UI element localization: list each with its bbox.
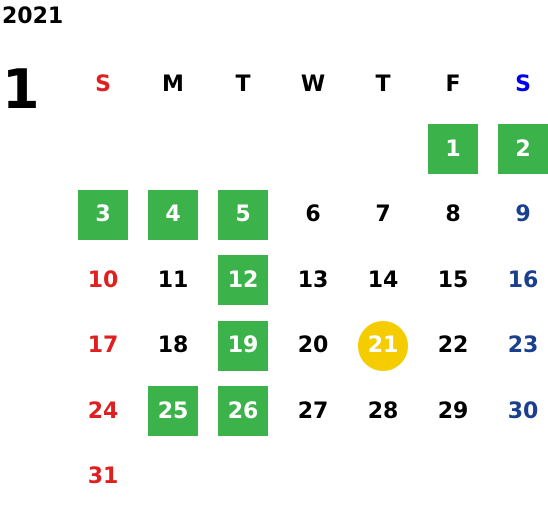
calendar-day[interactable]: 18 [138, 314, 208, 378]
weekday-header-tue: T [235, 71, 251, 97]
calendar-day-number: 28 [367, 398, 399, 424]
calendar-day[interactable]: 12 [208, 248, 278, 312]
weekday-header-sun: S [95, 71, 111, 97]
calendar-year: 2021 [2, 4, 64, 29]
calendar-day-number: 5 [218, 189, 268, 240]
calendar-day[interactable]: 23 [488, 314, 548, 378]
calendar-day-number: 25 [148, 386, 198, 436]
calendar-day[interactable]: 13 [278, 248, 348, 312]
calendar-day[interactable]: 2 [488, 117, 548, 181]
calendar-day-number: 6 [305, 202, 321, 227]
calendar-day-number: 19 [218, 320, 268, 371]
calendar-day[interactable]: 6 [278, 183, 348, 247]
calendar-day[interactable]: 31 [68, 445, 138, 509]
calendar-day[interactable]: 9 [488, 183, 548, 247]
calendar-day-number: 10 [87, 267, 119, 293]
calendar-day[interactable]: 10 [68, 248, 138, 312]
weekday-header-sat: S [515, 71, 531, 97]
calendar-day-number: 13 [297, 267, 329, 293]
calendar-day[interactable]: 30 [488, 379, 548, 443]
calendar-day[interactable]: 1 [418, 117, 488, 181]
calendar-day[interactable]: 25 [138, 379, 208, 443]
calendar-day[interactable]: 15 [418, 248, 488, 312]
calendar-day-number: 1 [428, 124, 478, 174]
calendar-day-number: 12 [218, 255, 268, 305]
calendar-day[interactable]: 22 [418, 314, 488, 378]
calendar-day[interactable]: 29 [418, 379, 488, 443]
calendar-day[interactable]: 11 [138, 248, 208, 312]
calendar-day-number: 21 [358, 320, 408, 371]
calendar-day[interactable]: 26 [208, 379, 278, 443]
calendar-day-number: 8 [445, 202, 461, 227]
calendar-day-number: 16 [507, 267, 539, 293]
calendar-day[interactable]: 27 [278, 379, 348, 443]
calendar-day-number: 3 [78, 189, 128, 240]
weekday-header-fri: F [445, 71, 461, 97]
calendar-day[interactable]: 16 [488, 248, 548, 312]
calendar-day[interactable]: 3 [68, 183, 138, 247]
calendar-day-number: 4 [148, 189, 198, 240]
calendar-day-number: 26 [218, 386, 268, 436]
calendar-day[interactable]: 5 [208, 183, 278, 247]
calendar-day[interactable]: 21 [348, 314, 418, 378]
calendar-day[interactable]: 24 [68, 379, 138, 443]
calendar-day-number: 17 [87, 333, 119, 358]
calendar-month: 1 [2, 58, 40, 121]
calendar-day-number: 15 [437, 267, 469, 293]
calendar-day[interactable]: 7 [348, 183, 418, 247]
calendar-day-number: 31 [87, 464, 119, 489]
calendar-day-number: 2 [498, 124, 548, 174]
calendar-day[interactable]: 4 [138, 183, 208, 247]
calendar-day-number: 22 [437, 333, 469, 358]
calendar-day-number: 27 [297, 398, 329, 424]
calendar-day-number: 29 [437, 398, 469, 424]
calendar-day[interactable]: 8 [418, 183, 488, 247]
calendar-day-number: 11 [157, 267, 189, 293]
calendar-day-number: 30 [507, 398, 539, 424]
calendar-day[interactable]: 19 [208, 314, 278, 378]
calendar-day-number: 20 [297, 333, 329, 358]
calendar-day-number: 14 [367, 267, 399, 293]
calendar-day[interactable]: 28 [348, 379, 418, 443]
calendar-day[interactable]: 14 [348, 248, 418, 312]
weekday-header-thu: T [375, 71, 391, 97]
calendar-day-number: 7 [375, 202, 391, 227]
weekday-header-mon: M [162, 71, 184, 97]
calendar-day-number: 24 [87, 398, 119, 424]
weekday-header-wed: W [300, 71, 326, 97]
calendar-day[interactable]: 20 [278, 314, 348, 378]
calendar-day-number: 18 [157, 333, 189, 358]
calendar-day[interactable]: 17 [68, 314, 138, 378]
calendar-day-number: 23 [507, 333, 539, 358]
calendar-day-number: 9 [515, 202, 531, 227]
